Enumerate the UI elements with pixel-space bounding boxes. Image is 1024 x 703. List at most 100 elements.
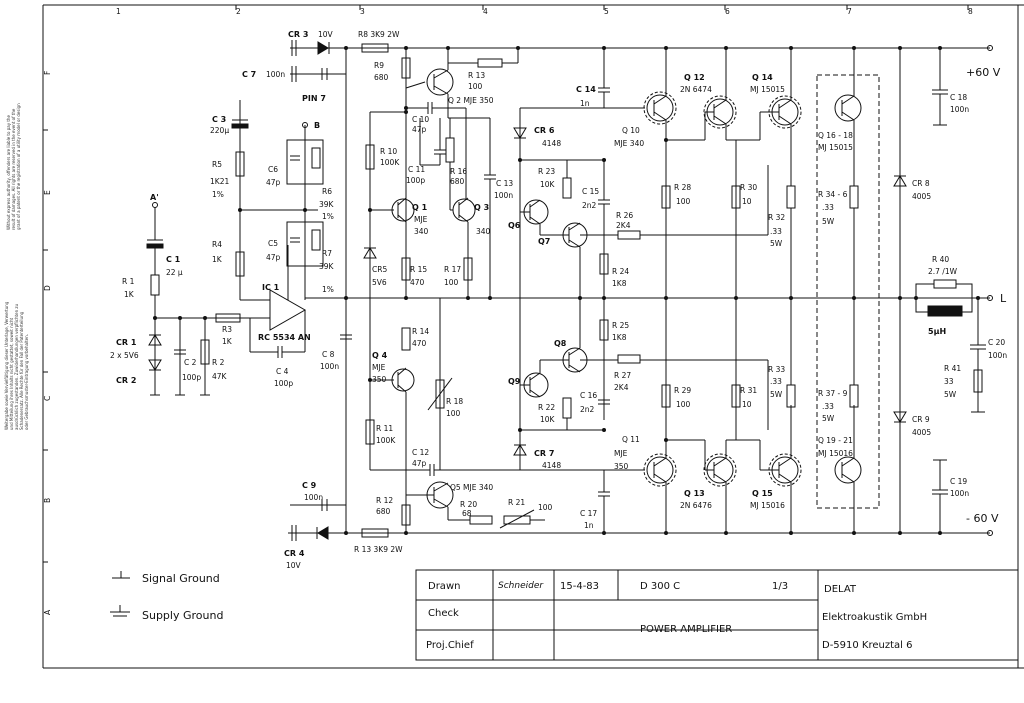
signal-ground-label: Signal Ground [142, 572, 220, 585]
c7-label: C 7 [242, 70, 256, 79]
r346-watt: 5W [822, 217, 835, 226]
side-note-7: Schadenersatz. Alle Rechte für den Fall … [19, 311, 24, 430]
r379-label: R 37 - 9 [818, 389, 848, 398]
q4-type: MJE [372, 363, 386, 372]
r28-value: 100 [676, 197, 691, 206]
c20-label: C 20 [988, 338, 1005, 347]
r9-value: 680 [374, 73, 389, 82]
c9-value: 100n [304, 493, 323, 502]
side-note-6: ausdrücklich zugestanden. Zuwiderhandlun… [14, 304, 19, 430]
r379-watt: 5W [822, 414, 835, 423]
pin7-label: PIN 7 [302, 94, 326, 103]
side-note-4: Weitergabe sowie Vervielfältigung dieser… [4, 301, 9, 430]
c20-value: 100n [988, 351, 1007, 360]
c2-label: C 2 [184, 358, 197, 367]
cr2-label: CR 2 [116, 376, 136, 385]
c16-value: 2n2 [580, 405, 595, 414]
c2-value: 100p [182, 373, 201, 382]
r33-watt: 5W [770, 390, 783, 399]
c11-value: 100p [406, 176, 425, 185]
r4-label: R4 [212, 240, 222, 249]
r27-value: 2K4 [614, 383, 629, 392]
row-b: B [43, 498, 52, 503]
row-e: E [43, 190, 52, 195]
r1-label: R 1 [122, 277, 135, 286]
c3-label: C 3 [212, 115, 226, 124]
row-f: F [43, 71, 52, 75]
r346-value: .33 [822, 203, 834, 212]
r11-label: R 11 [376, 424, 393, 433]
q14-value: MJ 15015 [750, 85, 785, 94]
col-1: 1 [116, 7, 121, 16]
c13-label: C 13 [496, 179, 513, 188]
q13-value: 2N 6476 [680, 501, 712, 510]
r15-value: 470 [410, 278, 425, 287]
col-3: 3 [360, 7, 365, 16]
r40-value: 2.7 /1W [928, 267, 958, 276]
r13-top-value: 100 [468, 82, 483, 91]
r28-label: R 28 [674, 183, 691, 192]
r33-label: R 33 [768, 365, 785, 374]
c1-value: 22 µ [166, 268, 183, 277]
q5-label: Q5 MJE 340 [450, 483, 493, 492]
r40-label: R 40 [932, 255, 949, 264]
drawing-title: POWER AMPLIFIER [640, 624, 732, 635]
c3-value: 220µ [210, 126, 229, 135]
company-line-2: Elektroakustik GmbH [822, 612, 927, 623]
r21-value: 100 [538, 503, 553, 512]
ic1-label: IC 1 [262, 283, 280, 292]
r7-value: 39K [319, 262, 335, 271]
q19-value: MJ 15016 [818, 449, 853, 458]
col-6: 6 [725, 7, 730, 16]
minus-60v-label: - 60 V [966, 512, 999, 525]
q11-value: 350 [614, 462, 629, 471]
r29-value: 100 [676, 400, 691, 409]
r32-label: R 32 [768, 213, 785, 222]
q10-label: Q 10 [622, 126, 640, 135]
side-note-5: und Mitteilung ihres Inhalts nicht gesta… [9, 317, 14, 430]
r7-label: R7 [322, 249, 332, 258]
side-note-2: result of damages. All rights are reserv… [11, 108, 16, 230]
c19-value: 100n [950, 489, 969, 498]
col-4: 4 [483, 7, 488, 16]
r10-label: R 10 [380, 147, 397, 156]
r18-label: R 18 [446, 397, 463, 406]
b-label: B [314, 121, 320, 130]
c10-label: C 10 [412, 115, 429, 124]
q6-label: Q6 [508, 221, 521, 230]
c6-value: 47p [266, 178, 281, 187]
r29-label: R 29 [674, 386, 691, 395]
sheet-number: 1/3 [772, 581, 788, 592]
r20-label: R 20 [460, 500, 477, 509]
q1-type: MJE [414, 215, 428, 224]
c8-label: C 8 [322, 350, 335, 359]
col-7: 7 [847, 7, 852, 16]
plus-60v-label: +60 V [966, 66, 1001, 79]
r5-tol: 1% [212, 190, 224, 199]
r17-label: R 17 [444, 265, 461, 274]
r23-value: 10K [540, 180, 556, 189]
q16-value: MJ 15015 [818, 143, 853, 152]
side-note-1: Without express authority, offenders are… [6, 115, 11, 230]
cr9-label: CR 9 [912, 415, 930, 424]
ic1-type: RC 5534 AN [258, 333, 311, 342]
q13-label: Q 13 [684, 489, 705, 498]
r13-top-label: R 13 [468, 71, 485, 80]
cr5-value: 5V6 [372, 278, 387, 287]
r11-value: 100K [376, 436, 396, 445]
c15-value: 2n2 [582, 201, 597, 210]
q14-label: Q 14 [752, 73, 773, 82]
c19-label: C 19 [950, 477, 967, 486]
c14-label: C 14 [576, 85, 596, 94]
cr8-value: 4005 [912, 192, 931, 201]
drawn-signature: Schneider [498, 581, 544, 591]
r20-value: 68 [462, 509, 472, 518]
c7-value: 100n [266, 70, 285, 79]
q3-label: Q 3 [474, 203, 489, 212]
supply-ground-label: Supply Ground [142, 609, 223, 622]
r3-value: 1K [222, 337, 233, 346]
cr1-label: CR 1 [116, 338, 137, 347]
c8-value: 100n [320, 362, 339, 371]
cr3-label: CR 3 [288, 30, 308, 39]
